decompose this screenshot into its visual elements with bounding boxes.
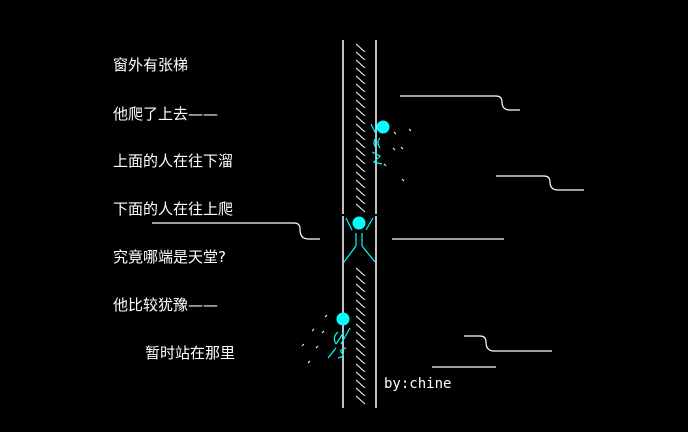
bottom-figure-motion [301,314,328,364]
ladder-hatching [355,43,366,405]
hatch-mark [355,43,366,53]
hatch-mark [355,363,366,373]
hatch-mark [355,315,366,325]
hatch-mark [355,163,366,173]
hatch-mark [355,59,366,69]
middle-figure [341,214,378,263]
hatch-mark [355,99,366,109]
poem-line-6: 他比较犹豫—— [113,296,219,314]
poem-line-2: 他爬了上去—— [113,105,219,123]
hatch-mark [355,123,366,133]
hatch-mark [355,283,366,293]
hatch-mark [355,131,366,141]
hatch-mark [355,51,366,61]
bottom-figure [301,312,351,364]
hatch-mark [355,179,366,189]
hatch-mark [355,387,366,397]
hatch-mark [355,355,366,365]
hatch-mark [355,75,366,85]
hatch-mark [355,83,366,93]
hatch-mark [355,331,366,341]
hatch-mark [355,339,366,349]
middle-figure-head [352,216,366,230]
hatch-mark [355,107,366,117]
hatch-mark [355,395,366,405]
signature: by:chine [384,376,452,392]
wind-line-3 [152,222,320,240]
wind-line-5 [464,335,552,352]
hatch-mark [355,187,366,197]
hatch-mark [355,291,366,301]
wind-line-icon [152,95,584,368]
wind-line-2 [496,175,584,191]
poem-line-7: 暂时站在那里 [145,344,236,362]
hatch-mark [355,323,366,333]
hatch-mark [355,267,366,277]
wind-line-1 [400,95,520,111]
hatch-mark [355,115,366,125]
top-figure-head [376,120,390,134]
top-figure-motion [383,128,412,182]
hatch-mark [355,155,366,165]
hatch-mark [355,147,366,157]
poem-line-3: 上面的人在往下溜 [113,152,234,170]
hatch-mark [355,203,366,213]
hatch-mark [355,371,366,381]
hatch-mark [355,307,366,317]
poem-line-5: 究竟哪端是天堂? [113,248,226,266]
hatch-mark [355,299,366,309]
top-figure [370,120,412,182]
hatch-mark [355,67,366,77]
bottom-figure-head [336,312,350,326]
hatch-mark [355,171,366,181]
hatch-mark [355,275,366,285]
poem-line-4: 下面的人在往上爬 [113,200,234,218]
hatch-mark [355,379,366,389]
hatch-mark [355,91,366,101]
poem-line-1: 窗外有张梯 [113,56,189,74]
hatch-mark [355,347,366,357]
hatch-mark [355,195,366,205]
hatch-mark [355,139,366,149]
